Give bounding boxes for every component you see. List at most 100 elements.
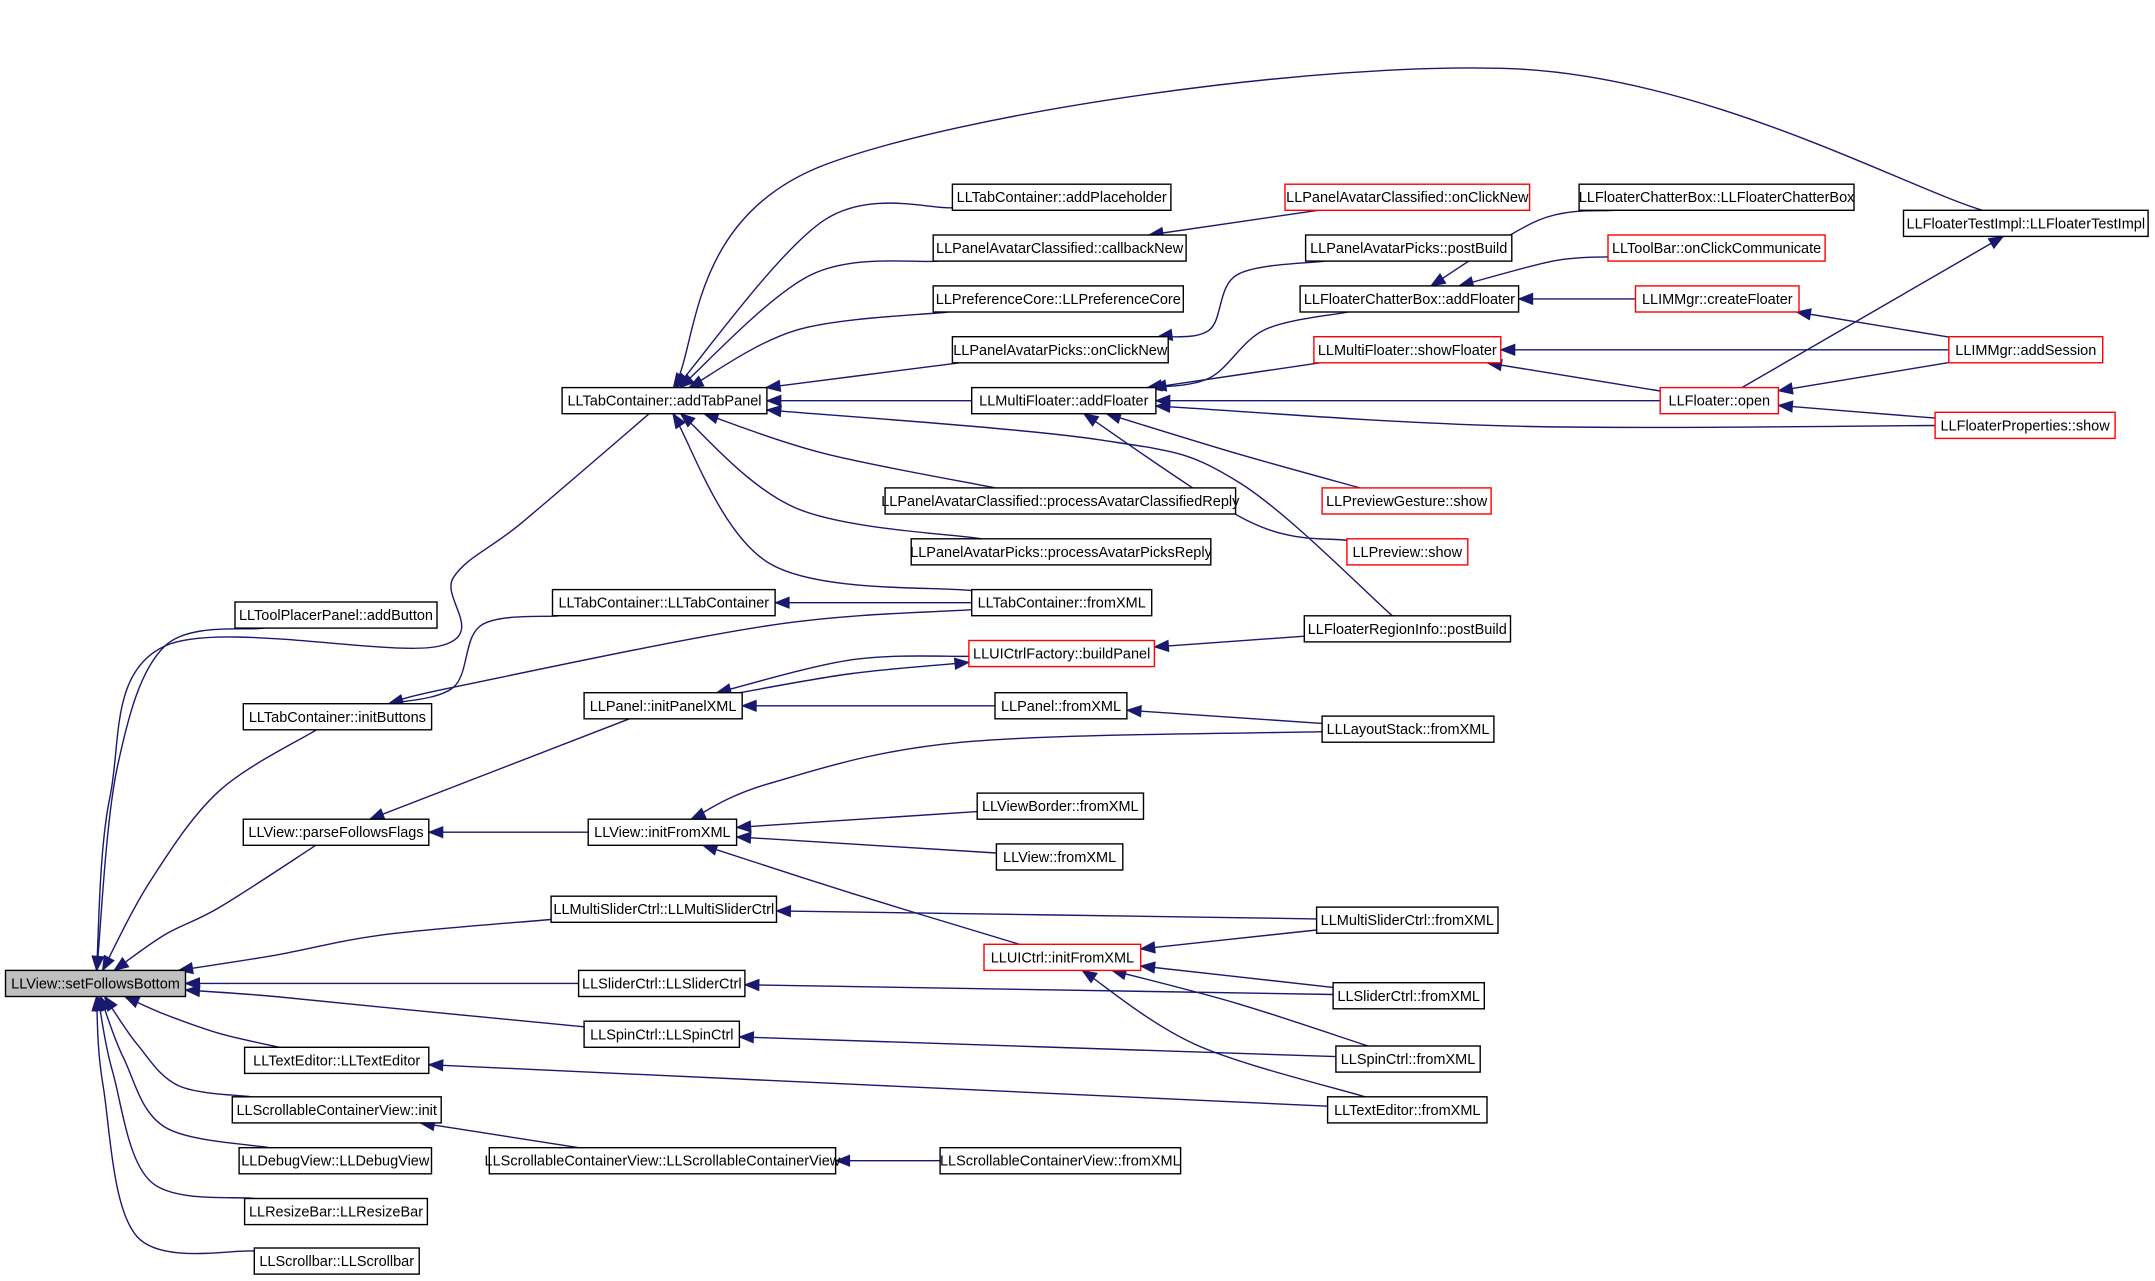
call-edge (1154, 635, 1305, 648)
node-box (551, 588, 776, 617)
arrowhead-icon (687, 375, 705, 389)
graph-node-pac-callbacknew[interactable]: LLPanelAvatarClassified::callbackNew (932, 234, 1187, 262)
arrowhead-icon (953, 657, 971, 670)
graph-node-immgr-addsession[interactable]: LLIMMgr::addSession (1948, 336, 2104, 364)
call-edge (736, 836, 997, 854)
graph-node-root[interactable]: LLView::setFollowsBottom (4, 969, 187, 998)
graph-node-previewgesture-show[interactable]: LLPreviewGesture::show (1321, 487, 1492, 515)
node-box (932, 285, 1185, 313)
graph-node-floater-open[interactable]: LLFloater::open (1659, 386, 1780, 415)
node-label: LLScrollableContainerView::LLScrollableC… (485, 1154, 841, 1170)
node-box (550, 895, 778, 924)
graph-node-mf-showfloater[interactable]: LLMultiFloater::showFloater (1313, 336, 1502, 364)
node-label: LLMultiSliderCtrl::fromXML (1321, 913, 1494, 929)
graph-node-multislider-ctor[interactable]: LLMultiSliderCtrl::LLMultiSliderCtrl (550, 895, 778, 924)
graph-node-prefcore-ctor[interactable]: LLPreferenceCore::LLPreferenceCore (932, 285, 1185, 313)
graph-node-layoutstack-fromxml[interactable]: LLLayoutStack::fromXML (1321, 715, 1495, 743)
node-label: LLView::parseFollowsFlags (248, 825, 423, 841)
graph-node-uictrlfactory-buildpanel[interactable]: LLUICtrlFactory::buildPanel (968, 639, 1156, 668)
node-label: LLPanelAvatarClassified::processAvatarCl… (881, 494, 1240, 510)
graph-node-sliderctrl-fromxml[interactable]: LLSliderCtrl::fromXML (1332, 982, 1485, 1010)
call-edge (95, 996, 255, 1255)
graph-node-fcb-ctor[interactable]: LLFloaterChatterBox::LLFloaterChatterBox (1578, 183, 1855, 211)
node-box (995, 843, 1124, 871)
node-box (488, 1146, 837, 1175)
graph-node-floaterprops-show[interactable]: LLFloaterProperties::show (1934, 411, 2116, 440)
graph-node-preview-show[interactable]: LLPreview::show (1346, 538, 1469, 566)
node-label: LLPanelAvatarPicks::postBuild (1310, 241, 1507, 257)
graph-node-scrollbar-ctor[interactable]: LLScrollbar::LLScrollbar (253, 1247, 420, 1275)
graph-node-view-parsefollows[interactable]: LLView::parseFollowsFlags (242, 818, 430, 847)
arrowhead-icon (743, 978, 760, 992)
node-label: LLSpinCtrl::LLSpinCtrl (590, 1027, 733, 1043)
graph-node-tab-addtabpanel[interactable]: LLTabContainer::addTabPanel (561, 386, 768, 415)
arrowhead-icon (834, 1154, 851, 1167)
node-box (1284, 183, 1531, 211)
graph-node-debugview-ctor[interactable]: LLDebugView::LLDebugView (238, 1146, 433, 1175)
graph-node-resizebar-ctor[interactable]: LLResizeBar::LLResizeBar (243, 1197, 429, 1226)
node-label: LLSliderCtrl::LLSliderCtrl (582, 976, 742, 992)
node-box (884, 487, 1237, 515)
node-label: LLPreferenceCore::LLPreferenceCore (936, 292, 1181, 308)
call-edge (178, 918, 552, 972)
arrowhead-icon (764, 379, 782, 392)
graph-node-toolplacer[interactable]: LLToolPlacerPanel::addButton (234, 601, 438, 629)
arrowhead-icon (765, 405, 782, 418)
call-edge (672, 67, 1983, 388)
graph-node-tab-initbuttons[interactable]: LLTabContainer::initButtons (242, 703, 433, 731)
graph-node-floaterregion-postbuild[interactable]: LLFloaterRegionInfo::postBuild (1303, 615, 1512, 643)
call-edge (739, 661, 969, 694)
call-edge (703, 413, 996, 489)
node-label: LLTabContainer::fromXML (978, 596, 1146, 612)
node-label: LLTextEditor::fromXML (1334, 1103, 1480, 1119)
call-edge (1796, 311, 1949, 338)
call-edge (101, 729, 317, 971)
graph-node-spinctrl-fromxml[interactable]: LLSpinCtrl::fromXML (1335, 1045, 1481, 1073)
graph-node-pac-processreply[interactable]: LLPanelAvatarClassified::processAvatarCl… (881, 487, 1240, 515)
graph-node-scrollcont-ctor[interactable]: LLScrollableContainerView::LLScrollableC… (485, 1146, 841, 1175)
graph-node-spin-ctor[interactable]: LLSpinCtrl::LLSpinCtrl (583, 1020, 741, 1049)
graph-node-tab-fromxml[interactable]: LLTabContainer::fromXML (971, 588, 1153, 617)
graph-node-tab-addplaceholder[interactable]: LLTabContainer::addPlaceholder (951, 183, 1172, 211)
graph-node-panel-initpanelxml[interactable]: LLPanel::initPanelXML (583, 692, 743, 720)
graph-node-pap-postbuild[interactable]: LLPanelAvatarPicks::postBuild (1304, 234, 1513, 262)
node-box (994, 692, 1128, 720)
call-edge (736, 810, 978, 829)
arrowhead-icon (735, 831, 752, 844)
graph-node-view-fromxml[interactable]: LLView::fromXML (995, 843, 1124, 871)
node-box (910, 538, 1212, 566)
graph-node-tab-ctor[interactable]: LLTabContainer::LLTabContainer (551, 588, 776, 617)
node-box (1902, 209, 2149, 238)
graph-node-fcb-addfloater[interactable]: LLFloaterChatterBox::addFloater (1299, 285, 1520, 313)
node-box (1326, 1096, 1488, 1124)
arrowhead-icon (765, 394, 782, 407)
arrowhead-icon (689, 807, 707, 820)
graph-node-pap-processreply[interactable]: LLPanelAvatarPicks::processAvatarPicksRe… (910, 538, 1213, 566)
graph-node-viewborder-fromxml[interactable]: LLViewBorder::fromXML (976, 792, 1145, 820)
graph-node-texteditor-fromxml[interactable]: LLTextEditor::fromXML (1326, 1096, 1488, 1124)
graph-node-floatertest-ctor[interactable]: LLFloaterTestImpl::LLFloaterTestImpl (1902, 209, 2149, 238)
node-label: LLSpinCtrl::fromXML (1341, 1052, 1476, 1068)
graph-node-immgr-createfloater[interactable]: LLIMMgr::createFloater (1634, 285, 1800, 313)
arrowhead-icon (1082, 412, 1100, 427)
graph-node-pac-onclicknew[interactable]: LLPanelAvatarClassified::onClickNew (1284, 183, 1531, 211)
graph-node-scrollcont-init[interactable]: LLScrollableContainerView::init (231, 1096, 442, 1124)
graph-node-slider-ctor[interactable]: LLSliderCtrl::LLSliderCtrl (577, 969, 746, 998)
arrowhead-icon (1777, 400, 1794, 413)
arrowhead-icon (1795, 308, 1812, 321)
node-box (939, 1146, 1182, 1175)
graph-node-toolbar-onclickcomm[interactable]: LLToolBar::onClickCommunicate (1607, 234, 1826, 262)
graph-node-pap-onclicknew[interactable]: LLPanelAvatarPicks::onClickNew (951, 336, 1169, 364)
arrowhead-icon (1154, 400, 1171, 413)
arrowhead-icon (1125, 705, 1142, 718)
graph-node-texteditor-ctor[interactable]: LLTextEditor::LLTextEditor (243, 1046, 430, 1075)
graph-node-view-initfromxml[interactable]: LLView::initFromXML (587, 818, 738, 847)
arrowhead-icon (427, 1059, 444, 1072)
graph-node-multifloater-addfloater[interactable]: LLMultiFloater::addFloater (971, 386, 1157, 415)
graph-node-uictrl-initfromxml[interactable]: LLUICtrl::initFromXML (983, 943, 1142, 972)
graph-node-panel-fromxml[interactable]: LLPanel::fromXML (994, 692, 1128, 720)
arrowhead-icon (1139, 941, 1156, 954)
graph-node-scrollcont-fromxml[interactable]: LLScrollableContainerView::fromXML (939, 1146, 1182, 1175)
graph-node-multisliderctrl-fromxml[interactable]: LLMultiSliderCtrl::fromXML (1315, 906, 1499, 934)
call-edge (1741, 235, 2004, 389)
